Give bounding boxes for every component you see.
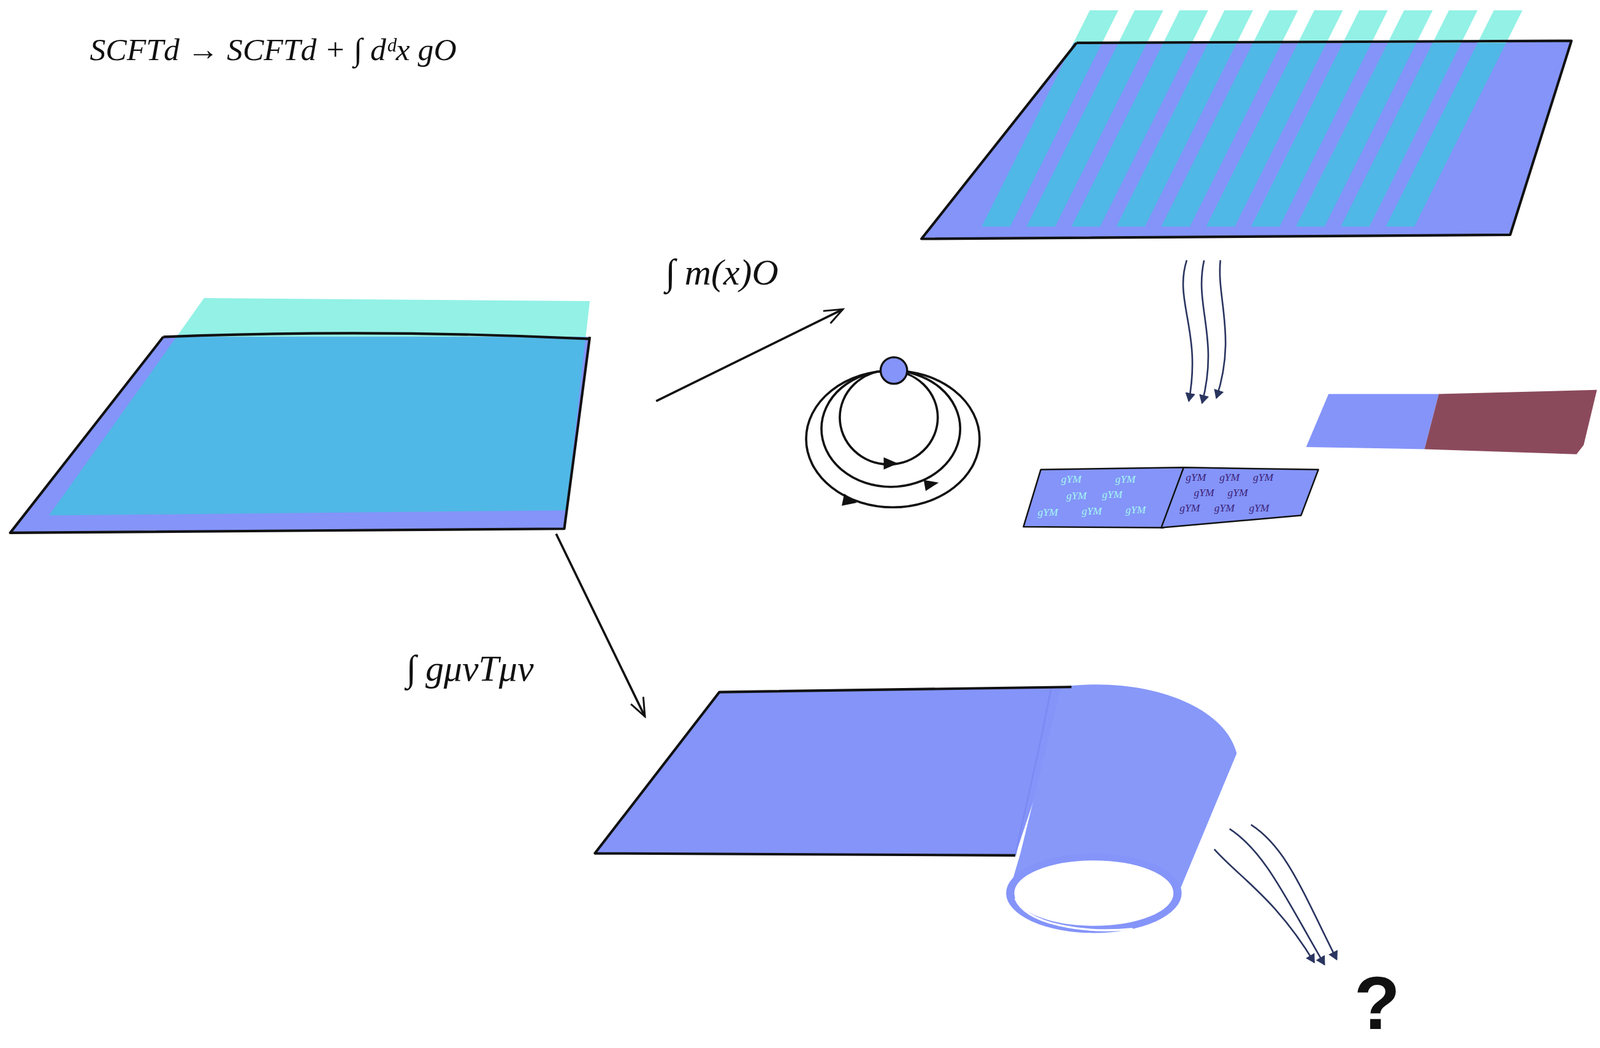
orbit-arrowheads: [841, 457, 940, 509]
cylinder-opening: [1015, 861, 1173, 925]
orbit-loop: [839, 370, 938, 465]
striped-sheet: [921, 41, 1572, 240]
point-dot: [880, 357, 907, 384]
stripe: [1385, 42, 1506, 227]
flow-line: [1251, 824, 1338, 960]
stripe: [1477, 10, 1523, 43]
orbit-arrowhead: [883, 457, 898, 470]
deformation-layer: [49, 336, 587, 515]
flow-line: [1216, 259, 1226, 398]
fold-line: [1015, 687, 1051, 856]
question-mark: ?: [1354, 961, 1401, 1044]
stripe: [1208, 10, 1254, 43]
coupling-label: gYM: [1248, 503, 1269, 514]
coupling-label: gYM: [1219, 472, 1240, 484]
stripe: [1163, 10, 1209, 43]
stripe: [1432, 10, 1478, 43]
rg-flow-lines: [1214, 824, 1338, 965]
flow-arrow: [655, 308, 843, 401]
flow-line: [1201, 259, 1209, 403]
action-formula: SCFTd → SCFTd + ∫ dᵈx gO: [89, 32, 457, 68]
coupling-label: gYM: [1037, 506, 1059, 518]
small-sheet: [1023, 467, 1184, 528]
coupling-label: gYM: [1102, 489, 1123, 501]
deformation-layer: [176, 297, 590, 337]
curved-sheet: [594, 686, 1071, 856]
stripe: [1297, 10, 1343, 43]
orbit-loop: [821, 370, 960, 487]
flow-line: [1183, 259, 1193, 401]
orbit-arrowhead: [923, 477, 940, 492]
small-sheet: [1424, 389, 1597, 455]
plane-sheet: [10, 336, 590, 533]
flow-line: [1214, 849, 1315, 963]
small-sheet: [1306, 394, 1439, 450]
deformation-label: ∫ gμνTμν: [405, 649, 534, 690]
orbit-loop: [806, 370, 980, 507]
stripe: [1118, 10, 1163, 43]
sheet-node: gYMgYMgYMgYMgYMgYMgYMgYM: [1161, 464, 1323, 530]
stripe: [1343, 10, 1388, 43]
coupling-label: gYM: [1253, 472, 1274, 484]
stripe: [1253, 10, 1298, 43]
sheet-node: gYMgYMgYMgYMgYMgYMgYM: [1023, 464, 1187, 530]
coupling-label: gYM: [1227, 487, 1248, 499]
sheet-outline: [921, 41, 1572, 240]
stripe: [1387, 10, 1433, 43]
coupling-label: gYM: [1194, 487, 1215, 499]
coupling-label: gYM: [1185, 472, 1206, 484]
coupling-label: gYM: [1081, 506, 1102, 517]
flow-arrow: [556, 533, 645, 717]
orbit-loops: [806, 370, 980, 507]
coupling-label: gYM: [1214, 503, 1235, 514]
cylinder-rim: [1005, 853, 1182, 934]
deformation-label: ∫ m(x)O: [665, 253, 778, 294]
stripe: [1073, 10, 1119, 43]
sheet-outline: [10, 336, 590, 533]
rim-highlight: [1015, 898, 1133, 930]
sheet-top-edge: [163, 332, 590, 339]
coupling-label: gYM: [1125, 505, 1146, 516]
orbit-arrowhead: [841, 493, 859, 509]
coupling-label: gYM: [1179, 503, 1200, 514]
small-sheet: [1161, 467, 1319, 528]
coupling-label: gYM: [1061, 474, 1082, 485]
sheet-outline: [594, 686, 1071, 856]
rg-flow-lines: [1183, 259, 1226, 403]
coupling-label: gYM: [1115, 474, 1136, 485]
coupling-label: gYM: [1066, 491, 1087, 502]
